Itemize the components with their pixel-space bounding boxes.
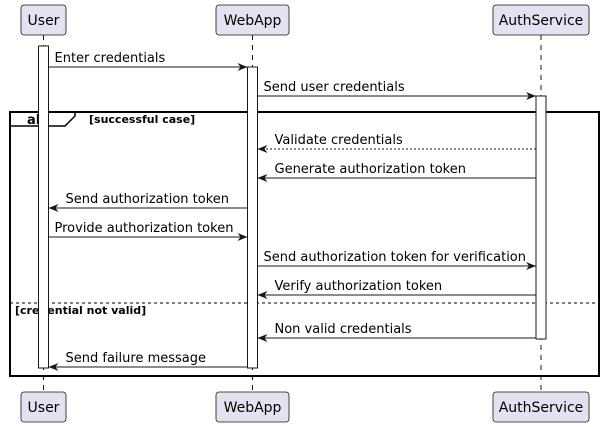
message-7-label: Send authorization token for verificatio… bbox=[264, 250, 527, 265]
activation-webapp bbox=[247, 66, 258, 369]
message-9-label: Non valid credentials bbox=[275, 322, 412, 337]
participant-auth-top-box bbox=[492, 4, 590, 36]
participant-auth-top-label: AuthService bbox=[499, 13, 584, 29]
participant-auth-bottom-box bbox=[492, 391, 590, 423]
alt-frame-tab bbox=[10, 112, 76, 127]
participant-user-bottom-box bbox=[20, 391, 67, 423]
participant-user-top-label: User bbox=[28, 13, 60, 29]
alt-guard-success: [successful case] bbox=[89, 113, 195, 126]
participant-auth-bottom-label: AuthService bbox=[499, 400, 584, 416]
participant-webapp-top-box bbox=[215, 4, 290, 36]
activation-auth bbox=[535, 95, 547, 340]
alt-guard-failure: [credential not valid] bbox=[15, 304, 146, 317]
message-3-label: Validate credentials bbox=[275, 133, 404, 148]
message-1-label: Enter credentials bbox=[55, 51, 166, 66]
activation-user bbox=[38, 45, 49, 369]
message-2-label: Send user credentials bbox=[264, 80, 405, 95]
message-4-label: Generate authorization token bbox=[275, 162, 466, 177]
message-10-label: Send failure message bbox=[66, 351, 207, 366]
participant-webapp-bottom-box bbox=[215, 391, 290, 423]
participant-webapp-bottom-label: WebApp bbox=[224, 400, 282, 416]
alt-frame bbox=[9, 111, 600, 377]
participant-webapp-top-label: WebApp bbox=[224, 13, 282, 29]
message-5-label: Send authorization token bbox=[66, 192, 230, 207]
message-8-label: Verify authorization token bbox=[275, 279, 443, 294]
message-6-label: Provide authorization token bbox=[55, 221, 234, 236]
participant-user-top-box bbox=[20, 4, 67, 36]
participant-user-bottom-label: User bbox=[28, 400, 60, 416]
